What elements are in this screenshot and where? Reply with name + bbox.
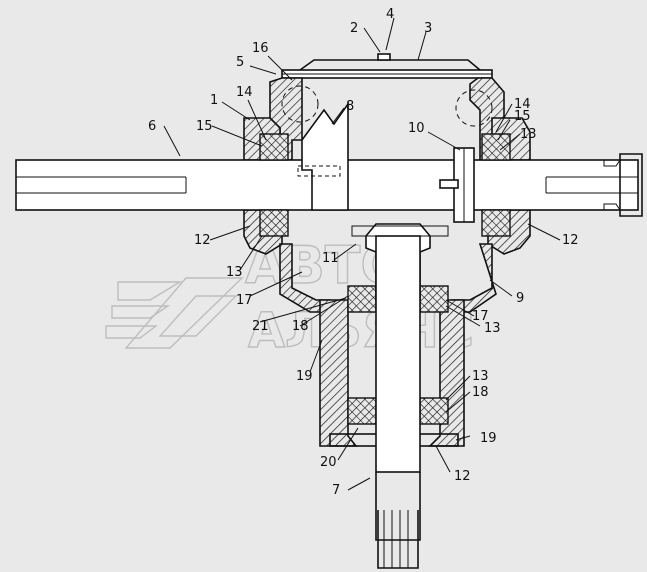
bevel-gear xyxy=(281,85,493,211)
watermark-emblem-icon xyxy=(105,277,244,349)
callout-9: 9 xyxy=(516,291,524,306)
callout-3: 3 xyxy=(424,21,432,36)
callout-13-center: 13 xyxy=(484,321,501,336)
callout-19-left: 19 xyxy=(296,369,313,384)
callout-13-lower: 13 xyxy=(472,369,489,384)
callout-8: 8 xyxy=(346,99,354,114)
callout-18-lower: 18 xyxy=(472,385,489,400)
callout-14-right: 14 xyxy=(514,97,531,112)
callout-21: 21 xyxy=(252,319,269,334)
callout-12-left: 12 xyxy=(194,233,211,248)
callout-1: 1 xyxy=(210,93,218,108)
callout-15-left: 15 xyxy=(196,119,213,134)
callout-10: 10 xyxy=(408,121,425,136)
top-cover xyxy=(281,53,493,79)
callout-17-right: 17 xyxy=(472,309,489,324)
callout-17-left: 17 xyxy=(236,293,253,308)
output-shaft xyxy=(351,223,449,569)
callout-16: 16 xyxy=(252,41,269,56)
bearings xyxy=(259,133,511,425)
callout-4: 4 xyxy=(386,7,394,22)
callout-19-right: 19 xyxy=(480,431,497,446)
callout-7: 7 xyxy=(332,483,340,498)
callout-12-right: 12 xyxy=(562,233,579,248)
callout-2: 2 xyxy=(350,21,358,36)
shaft-collar xyxy=(439,147,475,223)
callout-6: 6 xyxy=(148,119,156,134)
callout-5: 5 xyxy=(236,55,244,70)
leader-lines xyxy=(163,17,561,491)
callout-13-right: 13 xyxy=(520,127,537,142)
callout-labels: 2 4 3 16 5 1 14 6 15 8 10 14 15 13 12 12… xyxy=(148,7,579,498)
callout-15-right: 15 xyxy=(514,109,531,124)
callout-14-left: 14 xyxy=(236,85,253,100)
spline-lines xyxy=(383,510,409,568)
vent-plug xyxy=(377,53,391,61)
callout-20: 20 xyxy=(320,455,337,470)
callout-13-left: 13 xyxy=(226,265,243,280)
callout-11: 11 xyxy=(322,251,339,266)
callout-18-upper: 18 xyxy=(292,319,309,334)
callout-12-bottom: 12 xyxy=(454,469,471,484)
